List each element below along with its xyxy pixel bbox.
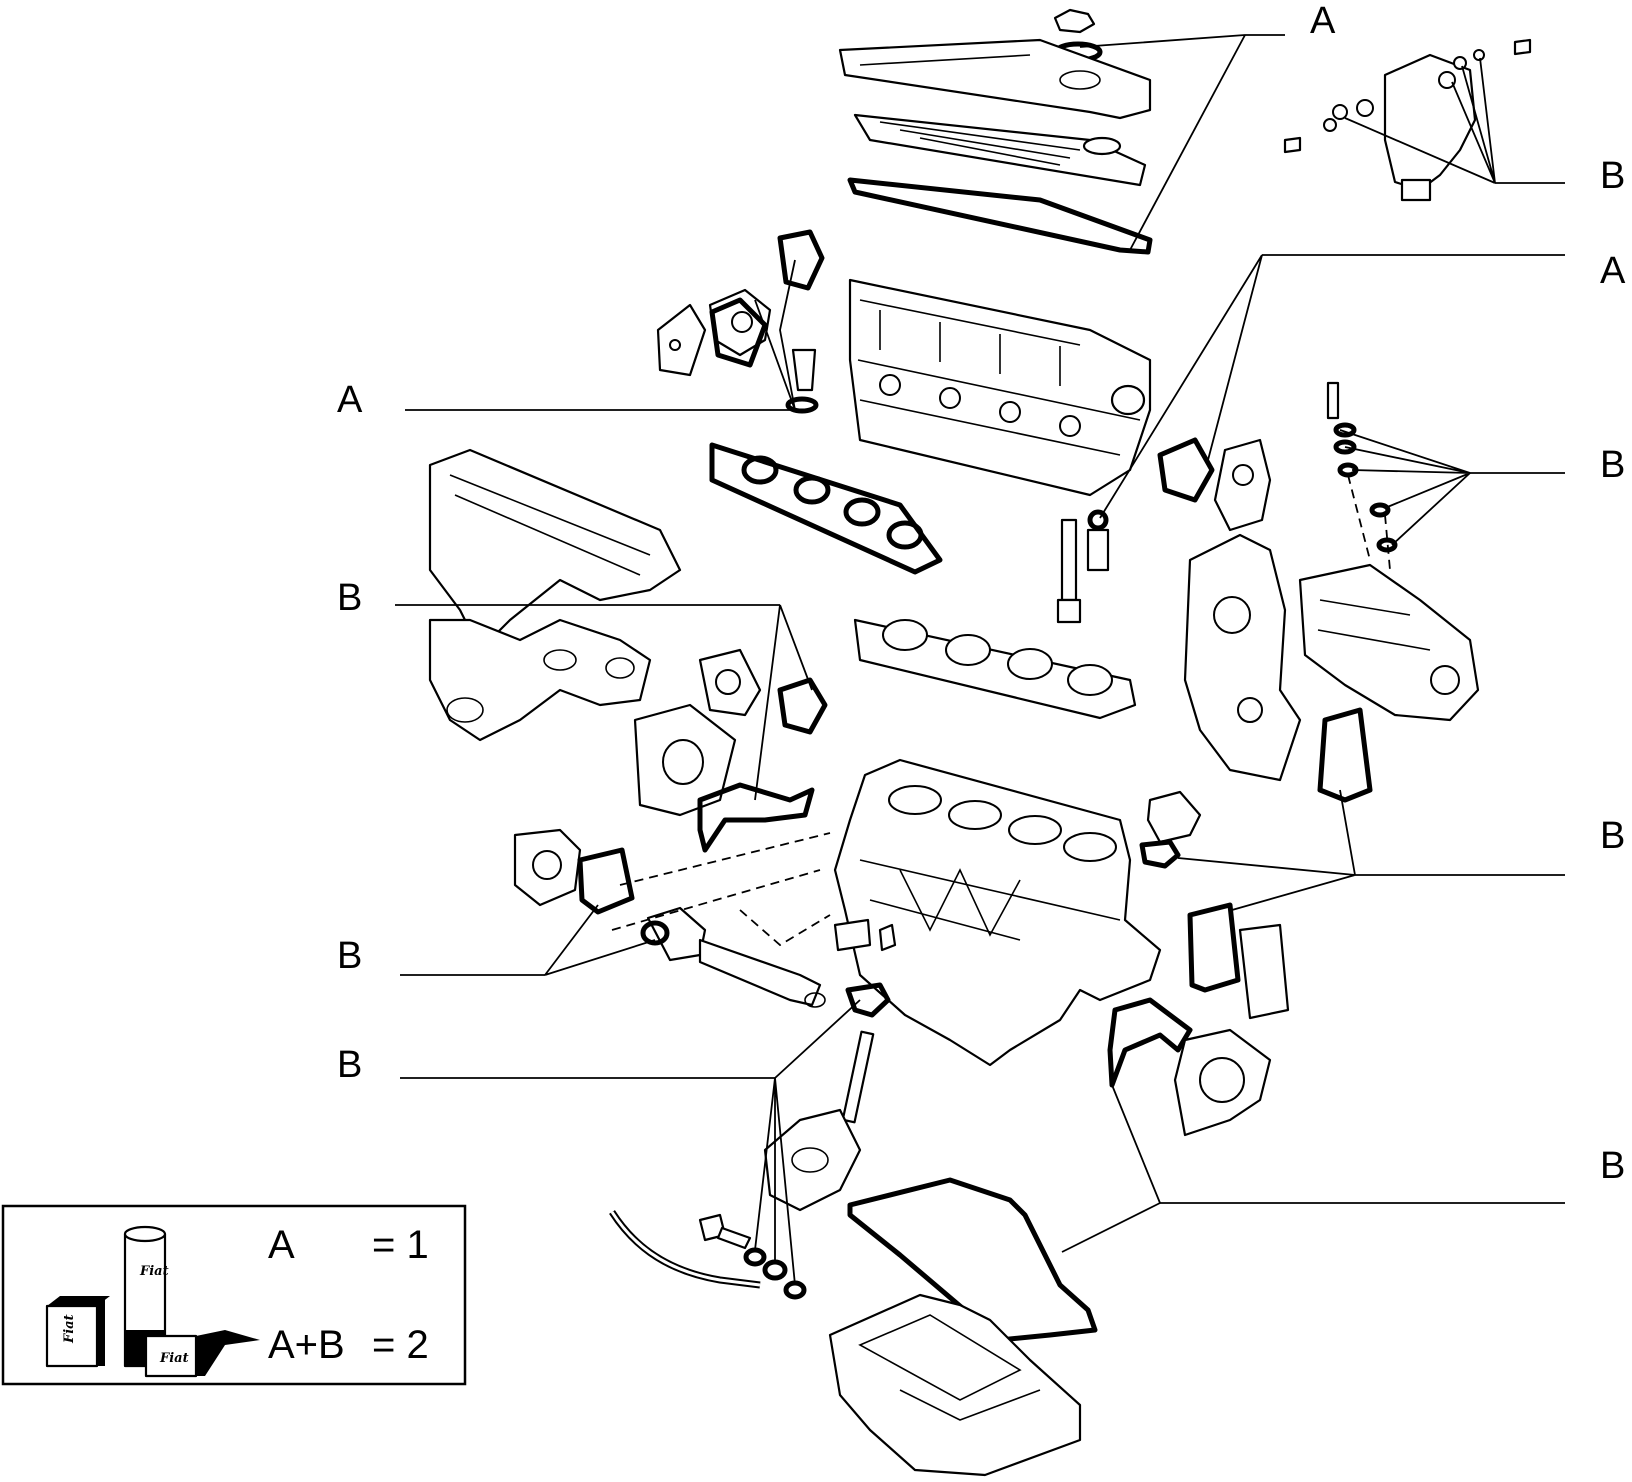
callout-left-manifold-b: B	[337, 577, 362, 619]
callout-left-oilpump-b: B	[337, 1044, 362, 1086]
legend-a-label: A	[268, 1223, 295, 1267]
water-outlet-gasket	[1157, 437, 1215, 503]
thermostat-gasket-upper	[777, 229, 825, 291]
water-pump	[633, 703, 737, 817]
rear-seal-carrier	[1173, 1028, 1272, 1137]
upper-cover	[838, 38, 1152, 120]
legend-ab-label: A+B	[268, 1323, 345, 1367]
cover-plate-left	[656, 303, 707, 377]
timing-belt-cover	[1183, 533, 1302, 782]
brand-label-2: Fiat	[139, 1264, 169, 1279]
align-line-3	[739, 909, 831, 947]
water-elbow	[513, 828, 582, 907]
side-cover	[1238, 923, 1290, 1020]
oil-pump	[763, 1030, 875, 1212]
pump-cover-gasket	[1317, 707, 1373, 803]
callout-water-right-b: B	[1600, 815, 1625, 857]
water-pump-gasket	[777, 677, 828, 735]
callout-sump-right-b: B	[1600, 1145, 1625, 1187]
brand-label-3: Fiat	[159, 1351, 189, 1366]
exhaust-manifold	[428, 618, 652, 742]
breather-gasket	[1139, 839, 1181, 869]
cylinder-head-gasket	[853, 618, 1137, 720]
callout-left-head-a: A	[337, 379, 363, 421]
side-cover-gasket	[1187, 902, 1241, 993]
thermostat	[785, 348, 819, 414]
exhaust-manifold-gasket	[709, 442, 943, 575]
water-pump-housing	[698, 648, 762, 717]
injector	[1056, 509, 1110, 624]
rear-seal-gasket	[1107, 997, 1193, 1088]
cylinder-head	[848, 278, 1152, 497]
leader-lines	[395, 34, 1565, 1286]
callout-injector-a: A	[1600, 250, 1626, 292]
oil-dipstick-tube	[609, 1210, 761, 1289]
brand-label-1: Fiat	[62, 1314, 77, 1344]
front-seal-carrier-gasket	[697, 782, 815, 853]
water-elbow-gasket	[577, 847, 635, 915]
breather-housing	[1146, 790, 1202, 844]
legend-a-value: = 1	[372, 1223, 429, 1267]
oil-sump	[828, 1293, 1082, 1477]
oil-pressure-switch	[698, 1213, 752, 1250]
oil-sensor-block	[833, 918, 897, 952]
thermostat-gasket-mid	[709, 297, 768, 368]
fuel-filter	[1283, 38, 1532, 202]
legend-ab-value: = 2	[372, 1323, 429, 1367]
callout-pump-right-b: B	[1600, 155, 1625, 197]
injection-pump	[1298, 563, 1480, 722]
align-line-1	[619, 832, 831, 886]
align-line-2	[611, 869, 821, 931]
water-pipe	[646, 906, 826, 1008]
legend-box: Fiat Fiat Fiat A = 1 A+B = 2	[1, 1204, 467, 1386]
gasket-kit-icon: Fiat Fiat Fiat	[45, 1225, 260, 1378]
injection-pump-banjo-seals	[1326, 381, 1398, 571]
valve-cover	[853, 113, 1147, 187]
valve-cover-gasket	[847, 177, 1153, 255]
callout-timing-right-b: B	[1600, 444, 1625, 486]
oil-pump-gasket	[845, 982, 891, 1018]
intake-manifold	[428, 448, 682, 652]
callout-top-a: A	[1310, 0, 1336, 42]
cylinder-block	[833, 758, 1162, 1067]
callout-left-thermostat-b: B	[337, 935, 362, 977]
water-pipe-gasket	[640, 920, 670, 946]
water-outlet	[1213, 438, 1272, 532]
sump-gasket	[847, 1177, 1098, 1343]
